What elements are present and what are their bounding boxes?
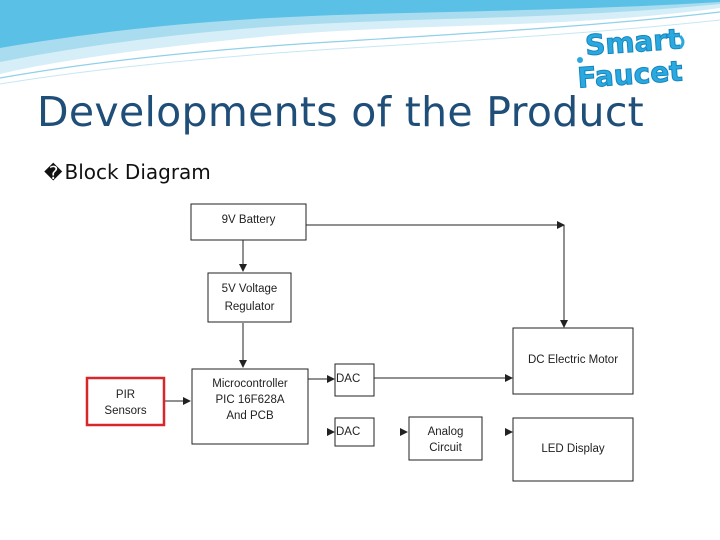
analog-label-line1: Analog [428, 426, 464, 438]
microcontroller-block: Microcontroller PIC 16F628A And PCB [191, 368, 309, 445]
logo-line2: Faucet [576, 54, 683, 92]
dc-motor-block: DC Electric Motor [512, 327, 634, 395]
microcontroller-label-line2: PIC 16F628A [215, 394, 284, 406]
bullet-glyph: � [44, 163, 63, 184]
battery-label: 9V Battery [222, 214, 276, 226]
dac-top-block: DAC [334, 363, 375, 397]
dac-top-label: DAC [336, 373, 360, 385]
regulator-label-line2: Regulator [225, 301, 275, 313]
regulator-block: 5V Voltage Regulator [207, 272, 292, 323]
dac-bottom-label: DAC [336, 426, 360, 438]
dac-bottom-block: DAC [334, 417, 375, 447]
block-diagram: 9V Battery 5V Voltage Regulator Microcon… [84, 203, 648, 486]
analog-label-line2: Circuit [429, 442, 462, 454]
battery-block: 9V Battery [190, 203, 307, 241]
pir-label-line2: Sensors [104, 405, 146, 417]
diagram-connectors [164, 221, 568, 436]
bullet-item: �Block Diagram [44, 160, 211, 184]
pir-label-line1: PIR [116, 389, 135, 401]
led-display-label: LED Display [541, 443, 605, 455]
pir-sensor-block: PIR Sensors [85, 376, 166, 427]
led-display-block: LED Display [512, 417, 634, 482]
microcontroller-label-line3: And PCB [226, 410, 274, 422]
regulator-label-line1: 5V Voltage [222, 283, 278, 295]
motor-label: DC Electric Motor [528, 354, 618, 366]
header-wave-decoration [0, 0, 720, 85]
logo-line1: Smart [584, 23, 682, 63]
microcontroller-label-line1: Microcontroller [212, 378, 288, 390]
analog-circuit-block: Analog Circuit [408, 416, 483, 461]
slide-title: Developments of the Product [37, 88, 645, 136]
smart-faucet-logo: Smart Faucet [576, 22, 685, 92]
bullet-text: Block Diagram [64, 160, 211, 184]
